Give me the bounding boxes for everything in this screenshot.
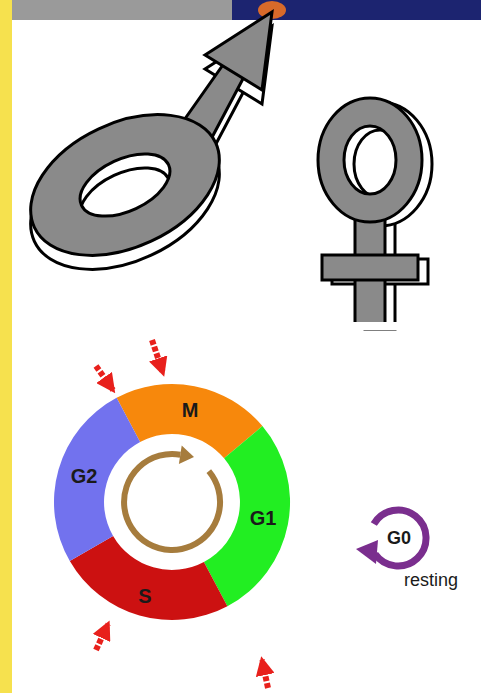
s-phase-segment (70, 536, 228, 620)
phase-label: M (182, 400, 199, 420)
panel-gap (12, 322, 481, 330)
g0-loop (374, 510, 426, 566)
top-bar (12, 0, 232, 20)
phase-label: G0 (387, 529, 411, 547)
g0-arrowhead (356, 540, 378, 564)
checkpoint-arrows (96, 340, 268, 688)
side-strip (0, 0, 12, 693)
state-label: resting (404, 571, 458, 589)
phase-label: G1 (250, 508, 277, 528)
male-symbol (8, 12, 272, 283)
phase-label: G2 (71, 466, 98, 486)
cycle-arrow (124, 454, 220, 550)
female-symbol (318, 98, 422, 325)
phase-label: S (138, 586, 151, 606)
cycle-arrowhead (179, 445, 194, 464)
